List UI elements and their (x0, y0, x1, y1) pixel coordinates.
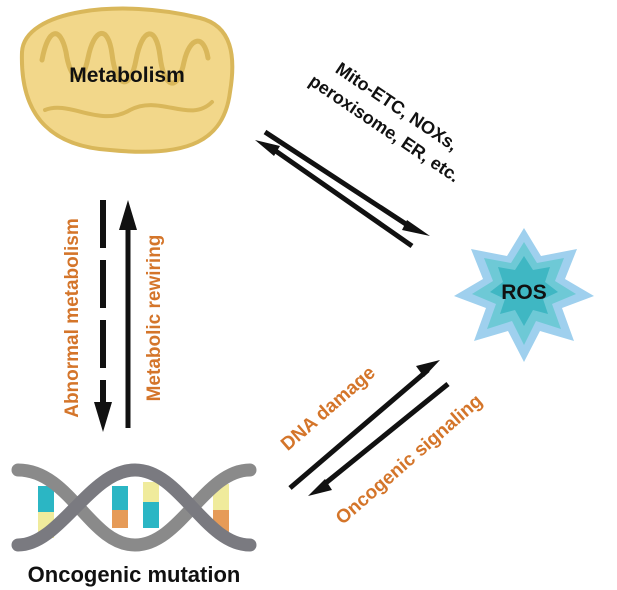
ros-star-icon (454, 228, 594, 362)
dna-helix-icon (11, 463, 257, 552)
metabolism-ros-label: Mito-ETC, NOXs, peroxisome, ER, etc. (306, 58, 464, 186)
metabolism-mutation-arrows (94, 200, 137, 432)
oncogenic-mutation-label: Oncogenic mutation (28, 562, 241, 587)
abnormal-metabolism-label: Abnormal metabolism (62, 218, 83, 418)
mutation-ros-arrows (288, 360, 450, 496)
ros-label: ROS (501, 281, 547, 304)
metabolism-label: Metabolism (69, 64, 185, 87)
metabolic-rewiring-label: Metabolic rewiring (144, 235, 165, 402)
metabolism-ros-arrows (255, 129, 430, 249)
mitochondrion-icon (19, 6, 235, 154)
dna-damage-label: DNA damage (277, 362, 379, 455)
